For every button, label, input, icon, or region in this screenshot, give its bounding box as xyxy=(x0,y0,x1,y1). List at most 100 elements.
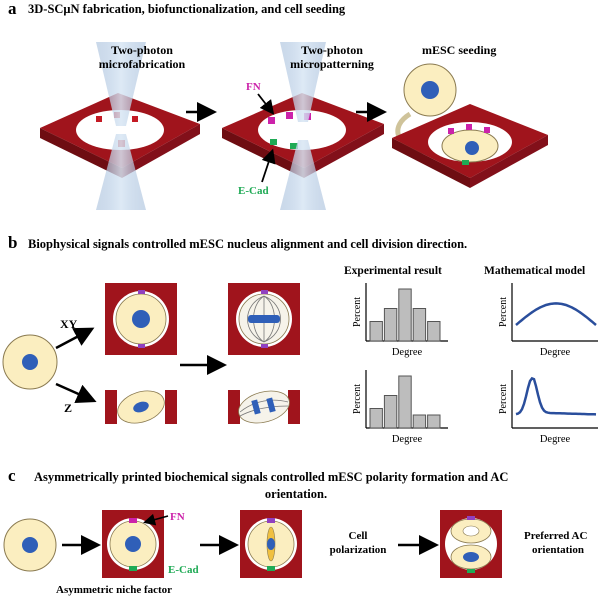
bar xyxy=(427,414,441,429)
substrate-side-right xyxy=(122,124,200,178)
z-label: Z xyxy=(64,401,72,415)
substrate-side-left xyxy=(40,128,122,178)
pillar xyxy=(96,116,102,122)
section-a-letter: a xyxy=(8,0,17,18)
polarized-cell-view xyxy=(240,510,302,578)
nucleus xyxy=(132,310,150,328)
bar xyxy=(369,321,383,342)
step1-label-line2: microfabrication xyxy=(99,57,186,71)
arrow-z xyxy=(55,382,97,404)
section-c-letter: c xyxy=(8,466,16,485)
pillar xyxy=(138,290,145,294)
laser-beam-bottom xyxy=(96,134,146,210)
pillar xyxy=(261,344,268,348)
micropatterning-panel: Two-photon micropatterning FN E-Cad xyxy=(222,42,384,210)
initial-cell-nucleus xyxy=(22,354,38,370)
experimental-title: Experimental result xyxy=(344,265,442,277)
ecad-pointer xyxy=(261,148,276,183)
bar xyxy=(427,321,441,342)
seeding-panel: mESC seeding xyxy=(392,43,548,188)
y-axis-label: Percent xyxy=(498,384,509,414)
cell-polarization-line1: Cell xyxy=(349,530,368,542)
asymmetric-label: Asymmetric niche factor xyxy=(56,584,172,596)
x-axis-label: Degree xyxy=(540,434,571,445)
section-c-title-line2: orientation. xyxy=(265,487,327,501)
wall-left xyxy=(105,390,117,424)
ecad-pillar xyxy=(290,143,298,149)
fn-label: FN xyxy=(170,511,185,523)
bar xyxy=(383,395,398,429)
pillar xyxy=(467,516,475,520)
bar xyxy=(369,408,383,429)
pillar xyxy=(267,518,275,523)
wall-right xyxy=(165,390,177,424)
model-curve xyxy=(515,376,597,416)
laser-beam-bottom xyxy=(280,140,326,210)
model-title: Mathematical model xyxy=(484,265,585,277)
nucleus xyxy=(125,536,141,552)
laser-beam-top xyxy=(280,42,326,122)
seeded-cell-nucleus xyxy=(465,141,479,155)
free-cell-nucleus xyxy=(421,81,439,99)
ecad-label: E-Cad xyxy=(168,564,199,576)
nucleus-top xyxy=(462,525,480,537)
fn-pillar xyxy=(448,128,454,134)
fn-pillar xyxy=(129,518,137,523)
chromosomes xyxy=(251,399,261,415)
xy-cell-view xyxy=(105,283,177,355)
pillar xyxy=(261,290,268,294)
ecad-pillar xyxy=(267,566,275,571)
bar xyxy=(412,414,427,429)
wall-left xyxy=(228,390,240,424)
nucleus-bottom xyxy=(463,552,479,562)
bar xyxy=(383,308,398,342)
fn-pillar xyxy=(466,124,472,130)
y-axis-label: Percent xyxy=(498,297,509,327)
step2-label-line1: Two-photon xyxy=(301,43,363,57)
bar xyxy=(398,288,412,342)
dividing-cell xyxy=(238,390,290,424)
chromosomes xyxy=(248,315,280,323)
chromosomes xyxy=(266,397,276,413)
z-dividing-view xyxy=(228,390,300,424)
section-b-letter: b xyxy=(8,233,17,252)
preferred-ac-view xyxy=(440,510,502,578)
spindle xyxy=(239,399,289,417)
wall-right xyxy=(288,390,300,424)
fn-pillar xyxy=(268,117,275,124)
substrate-side-left xyxy=(392,138,470,188)
section-b-title: Biophysical signals controlled mESC nucl… xyxy=(28,237,467,251)
substrate-well xyxy=(258,110,346,150)
preferred-ac-line1: Preferred AC xyxy=(524,530,587,542)
substrate-side-right xyxy=(304,124,384,178)
fn-pointer xyxy=(143,513,169,526)
y-axis-label: Percent xyxy=(352,384,363,414)
bar xyxy=(398,375,412,429)
cell-polarization-line2: polarization xyxy=(330,544,387,556)
x-axis-label: Degree xyxy=(392,347,423,358)
ecad-pillar xyxy=(462,160,469,165)
ecad-pillar xyxy=(129,566,137,571)
step1-label-line1: Two-photon xyxy=(111,43,173,57)
fabrication-panel: Two-photon microfabrication xyxy=(40,42,200,210)
xy-label: XY xyxy=(60,317,78,331)
model-curve xyxy=(515,302,597,326)
pillar xyxy=(138,344,145,348)
x-axis-label: Degree xyxy=(392,434,423,445)
fn-pillar xyxy=(286,112,293,119)
ecad-pillar xyxy=(467,569,475,573)
x-axis-label: Degree xyxy=(540,347,571,358)
arrow-xy xyxy=(55,327,95,350)
laser-beam-top xyxy=(96,42,146,126)
step2-label-line2: micropatterning xyxy=(290,57,374,71)
preferred-ac-line2: orientation xyxy=(532,544,584,556)
fn-pointer xyxy=(257,93,275,115)
fn-label: FN xyxy=(246,81,261,93)
ecad-pillar xyxy=(270,139,277,145)
y-axis-label: Percent xyxy=(352,297,363,327)
nucleus xyxy=(133,401,149,413)
